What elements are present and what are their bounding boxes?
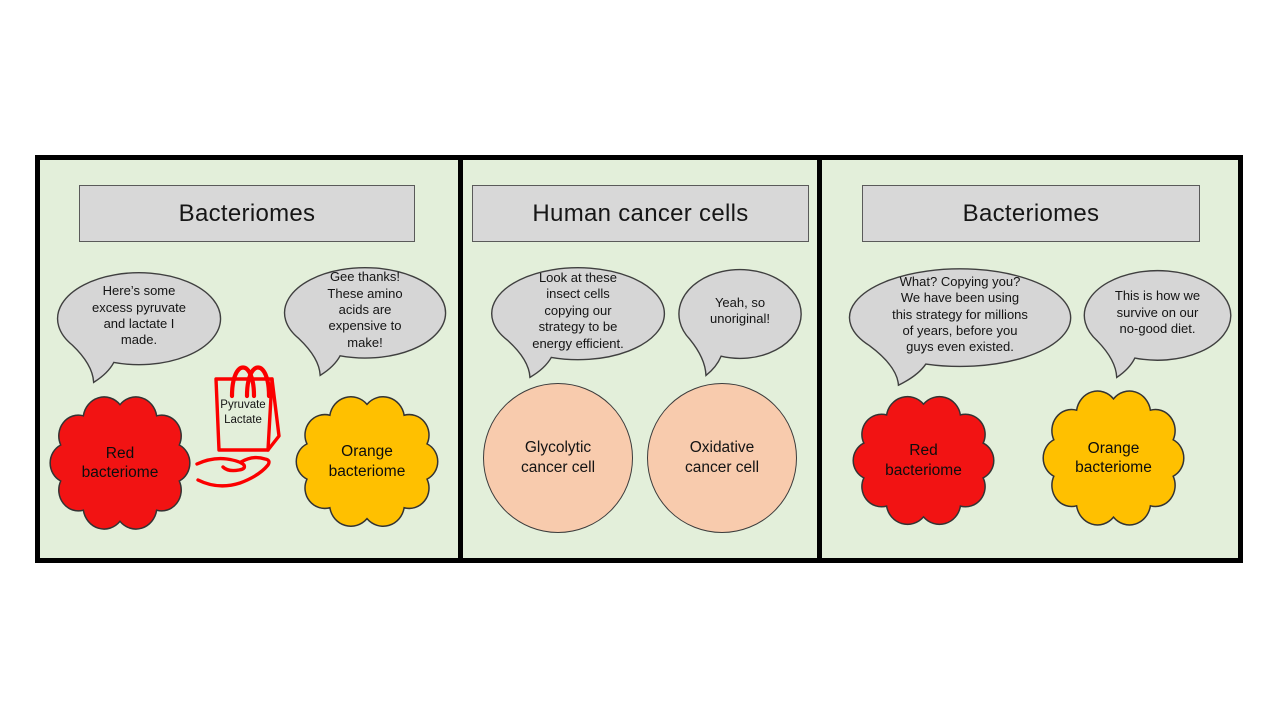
- cloud-label: Red bacteriome: [885, 442, 962, 479]
- speech-bubble: Yeah, so unoriginal!: [677, 267, 803, 378]
- offering-hand-icon: [195, 455, 271, 488]
- bag-and-hand-icon: [195, 365, 281, 488]
- panel-title-label: Bacteriomes: [962, 199, 1100, 227]
- panel-human-cancer-cells: Human cancer cells Look at these insect …: [458, 160, 817, 558]
- speech-bubble-text: Here’s some excess pyruvate and lactate …: [92, 283, 186, 348]
- red-bacteriome-cloud: Red bacteriome: [845, 388, 1002, 533]
- cell-label: Oxidative cancer cell: [684, 438, 760, 476]
- panel-title: Bacteriomes: [79, 185, 415, 242]
- speech-bubble-shape: [55, 270, 223, 385]
- speech-bubble: Gee thanks! These amino acids are expens…: [282, 265, 448, 378]
- bag-and-hand-graphic: Pyruvate Lactate: [195, 352, 287, 492]
- orange-bacteriome-cloud: Orange bacteriome: [1035, 382, 1192, 534]
- orange-bacteriome-cloud: Orange bacteriome: [288, 388, 446, 535]
- speech-bubble-shape: [1082, 268, 1233, 380]
- gift-bag-icon: [214, 365, 281, 452]
- cloud-label: Orange bacteriome: [328, 443, 406, 480]
- cloud-label: Orange bacteriome: [1075, 439, 1152, 476]
- panel-title-label: Human cancer cells: [532, 199, 749, 227]
- cloud-shape: [42, 388, 198, 538]
- glycolytic-cell-circle: Glycolytic cancer cell: [483, 383, 633, 533]
- cloud-shape: [288, 388, 446, 535]
- cell-label: Glycolytic cancer cell: [520, 438, 596, 476]
- speech-bubble: Look at these insect cells copying our s…: [489, 265, 667, 380]
- cloud-shape: [845, 388, 1002, 533]
- panel-bacteriomes-left: Bacteriomes Here’s some excess pyruvate …: [40, 160, 458, 558]
- speech-bubble-shape: [282, 265, 448, 378]
- speech-bubble-text: Yeah, so unoriginal!: [710, 295, 770, 327]
- diagram-canvas: Bacteriomes Here’s some excess pyruvate …: [35, 155, 1243, 563]
- panel-title: Human cancer cells: [472, 185, 809, 242]
- panel-title: Bacteriomes: [862, 185, 1200, 242]
- cloud-shape: [1035, 382, 1192, 534]
- speech-bubble-shape: [846, 266, 1074, 388]
- red-bacteriome-cloud: Red bacteriome: [42, 388, 198, 538]
- speech-bubble: Here’s some excess pyruvate and lactate …: [55, 270, 223, 385]
- speech-bubble-text: This is how we survive on our no-good di…: [1114, 288, 1201, 336]
- speech-bubble-shape: [489, 265, 667, 380]
- speech-bubble-text: Gee thanks! These amino acids are expens…: [327, 269, 403, 350]
- cloud-label: Red bacteriome: [81, 444, 159, 481]
- panel-title-label: Bacteriomes: [178, 199, 316, 227]
- bag-label: Pyruvate Lactate: [220, 399, 266, 426]
- speech-bubble: What? Copying you? We have been using th…: [846, 266, 1074, 388]
- oxidative-cell-circle: Oxidative cancer cell: [647, 383, 797, 533]
- speech-bubble: This is how we survive on our no-good di…: [1082, 268, 1233, 380]
- speech-bubble-shape: [677, 267, 803, 378]
- speech-bubble-text: What? Copying you? We have been using th…: [892, 273, 1028, 355]
- panel-bacteriomes-right: Bacteriomes What? Copying you? We have b…: [817, 160, 1238, 558]
- speech-bubble-text: Look at these insect cells copying our s…: [532, 270, 624, 351]
